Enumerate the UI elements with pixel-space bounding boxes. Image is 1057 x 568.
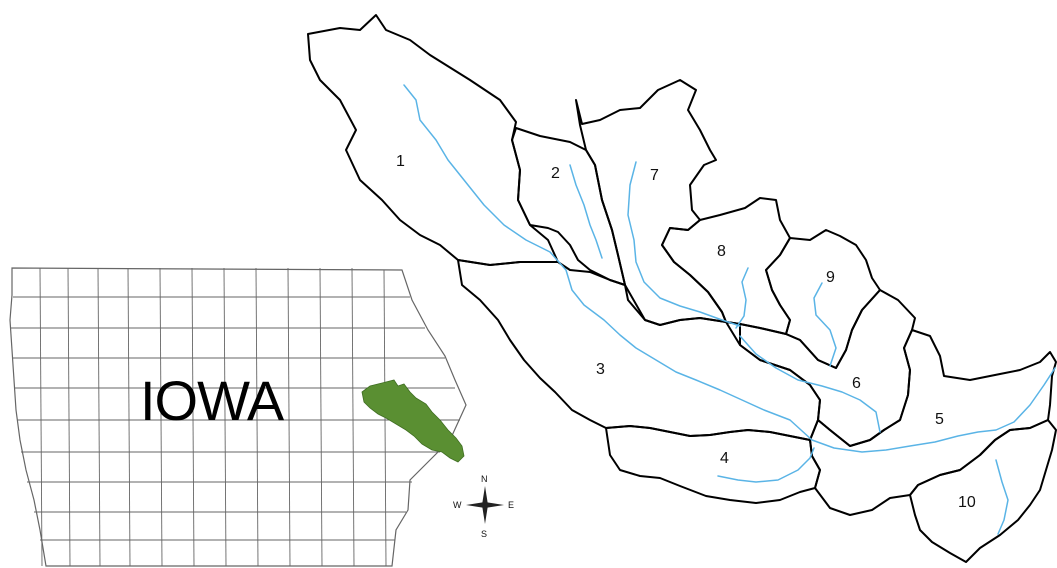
iowa-title: IOWA xyxy=(140,369,285,432)
iowa-inset: IOWA xyxy=(9,267,467,567)
subbasin-5-boundary xyxy=(809,329,1057,516)
stream-network xyxy=(403,84,1056,535)
compass-s-label: S xyxy=(481,529,487,539)
subbasin-label-5: 5 xyxy=(935,411,944,428)
compass-south-arrow xyxy=(482,505,488,524)
subbasin-label-7: 7 xyxy=(650,167,659,184)
subbasin-label-1: 1 xyxy=(396,153,405,170)
compass-n-label: N xyxy=(481,474,488,484)
subbasin-label-6: 6 xyxy=(852,375,861,392)
compass-east-arrow xyxy=(485,502,504,508)
subbasin-labels: 1 2 3 4 5 6 7 8 9 10 xyxy=(396,153,976,511)
stream-subbasin-7 xyxy=(627,161,741,327)
stream-subbasin-2 xyxy=(569,164,603,259)
subbasin-label-4: 4 xyxy=(720,450,729,467)
compass-north-arrow xyxy=(482,486,488,505)
subbasin-label-10: 10 xyxy=(958,494,976,511)
stream-subbasin-6 xyxy=(739,335,881,433)
stream-subbasin-10 xyxy=(995,459,1009,535)
subbasin-label-9: 9 xyxy=(826,269,835,286)
county-grid xyxy=(11,267,460,567)
compass-w-label: W xyxy=(453,500,462,510)
subbasin-label-3: 3 xyxy=(596,361,605,378)
iowa-state-outline xyxy=(9,267,467,567)
main-stream xyxy=(403,84,1056,453)
subbasin-boundaries xyxy=(307,14,1057,563)
compass-west-arrow xyxy=(466,502,485,508)
stream-subbasin-9 xyxy=(813,282,837,367)
watershed-highlight xyxy=(361,379,465,463)
subbasin-9-boundary xyxy=(765,229,881,369)
subbasin-4-boundary xyxy=(605,425,821,504)
subbasin-label-2: 2 xyxy=(551,165,560,182)
subbasin-label-8: 8 xyxy=(717,243,726,260)
subbasin-10-boundary xyxy=(909,419,1057,563)
stream-subbasin-8 xyxy=(735,267,749,329)
compass-rose: N S E W xyxy=(453,474,514,539)
compass-e-label: E xyxy=(508,500,514,510)
subbasin-1-boundary xyxy=(307,14,559,266)
stream-subbasin-4 xyxy=(717,447,815,483)
